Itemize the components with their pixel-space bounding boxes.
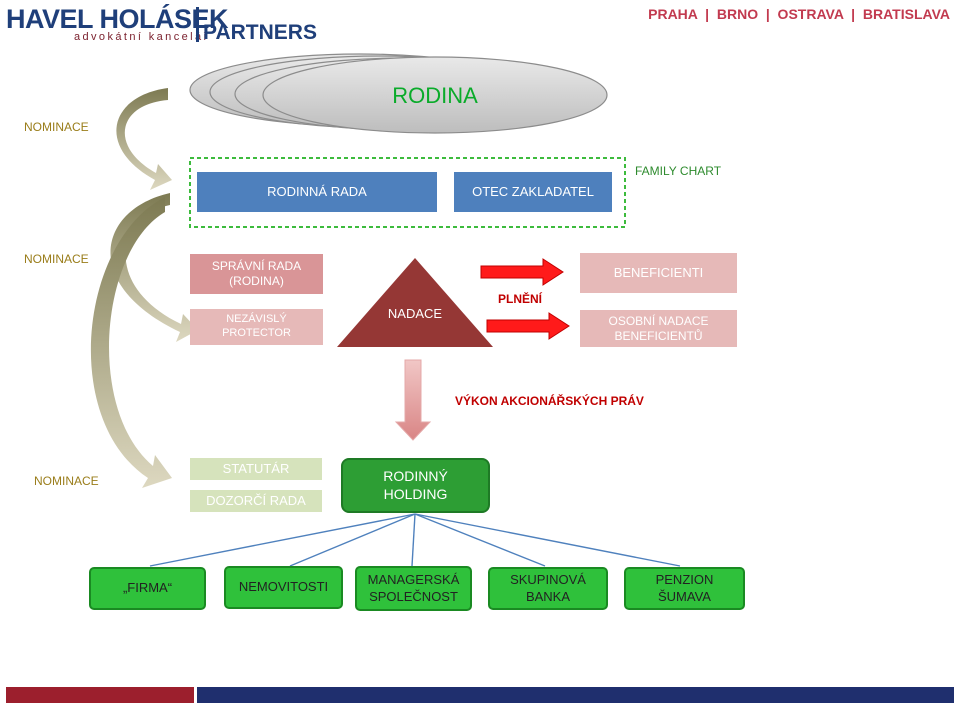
rodina-label: RODINA: [392, 83, 478, 109]
connector-banka: [414, 513, 546, 567]
rodinny-holding-box: RODINNÝ HOLDING: [341, 458, 490, 513]
spravni-rada-box: SPRÁVNÍ RADA (RODINA): [190, 254, 323, 294]
plneni-arrow-top: [480, 258, 564, 286]
family-chart-frame: [189, 157, 626, 228]
beneficienti-box: BENEFICIENTI: [580, 253, 737, 293]
nadace-triangle: [337, 258, 493, 347]
otec-zakladatel-box: OTEC ZAKLADATEL: [454, 172, 612, 212]
subsidiary-managerska: MANAGERSKÁ SPOLEČNOST: [355, 566, 472, 611]
statutar-box: STATUTÁR: [190, 458, 322, 480]
office-cities: PRAHA | BRNO | OSTRAVA | BRATISLAVA: [648, 6, 950, 22]
plneni-label: PLNĚNÍ: [498, 292, 543, 306]
nadace-label: NADACE: [387, 305, 443, 321]
connector-firma: [149, 513, 416, 567]
subsidiary-nemovitosti: NEMOVITOSTI: [224, 566, 343, 609]
footer-red-bar: [6, 687, 194, 703]
rodinna-rada-box: RODINNÁ RADA: [197, 172, 437, 212]
logo-subtitle: advokátní kancelář: [74, 31, 210, 43]
plneni-arrow-bottom: [486, 312, 570, 340]
logo-partners: PARTNERS: [203, 21, 317, 44]
subsidiary-banka: SKUPINOVÁ BANKA: [488, 567, 608, 610]
vykon-label: VÝKON AKCIONÁŘSKÝCH PRÁV: [455, 394, 644, 408]
nezavisly-protector-box: NEZÁVISLÝ PROTECTOR: [190, 309, 323, 345]
connector-nemovitosti: [289, 513, 416, 567]
family-chart-label: FAMILY CHART: [635, 164, 722, 178]
nominace-label-1: NOMINACE: [24, 120, 89, 134]
subsidiary-penzion: PENZION ŠUMAVA: [624, 567, 745, 610]
nominace-arrow-top: [116, 88, 172, 190]
logo-title: HAVEL HOLÁSEK: [6, 4, 229, 34]
footer-blue-bar: [197, 687, 954, 703]
connector-penzion: [414, 513, 681, 567]
connector-managerska: [411, 513, 416, 567]
nominace-arrow-big: [90, 197, 172, 488]
subsidiary-firma: „FIRMA“: [89, 567, 206, 610]
nominace-label-2: NOMINACE: [24, 252, 89, 266]
logo-divider: [196, 7, 199, 42]
nominace-label-3: NOMINACE: [34, 474, 99, 488]
dozorci-rada-box: DOZORČÍ RADA: [190, 490, 322, 512]
down-arrow: [394, 359, 432, 441]
rodina-ellipse-front: [262, 56, 608, 134]
osobni-nadace-box: OSOBNÍ NADACE BENEFICIENTŮ: [580, 310, 737, 347]
